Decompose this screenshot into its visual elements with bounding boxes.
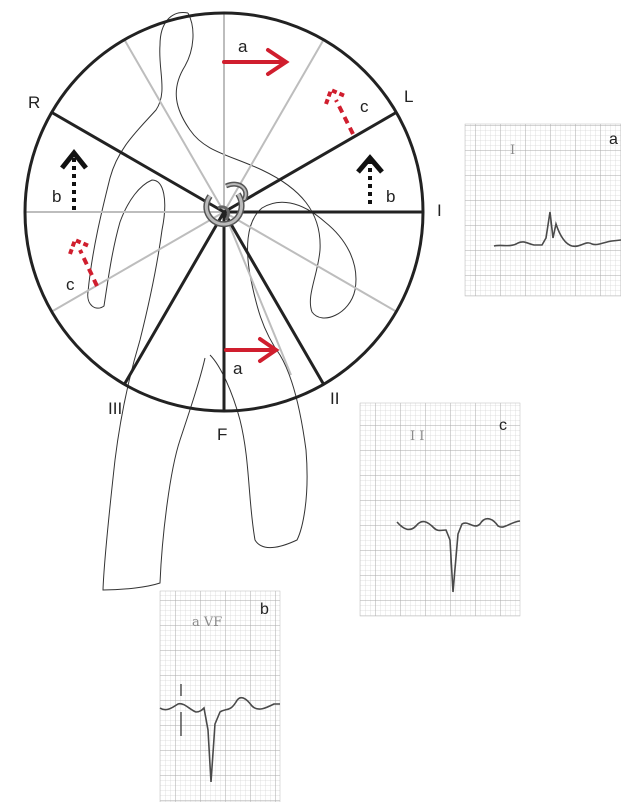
vector-c-right-label: c xyxy=(360,97,369,116)
vector-b-right-label: b xyxy=(386,187,395,206)
axis-label-r: R xyxy=(28,93,40,112)
ecg-strip-letter: a xyxy=(609,131,618,148)
ecg-strip-lead-avf: a VF b xyxy=(160,591,280,802)
axis-lines-light xyxy=(25,13,397,375)
axis-label-i: I xyxy=(437,201,442,220)
body-outline-left xyxy=(88,13,205,590)
vector-c-right-arrow xyxy=(326,90,353,134)
ecg-lead-label: I I xyxy=(410,429,424,444)
ecg-strip-lead-i: I a xyxy=(465,124,621,296)
axis-label-f: F xyxy=(217,425,227,444)
vector-b-left-label: b xyxy=(52,187,61,206)
axis-label-iii: III xyxy=(108,399,122,418)
vector-a-bottom-label: a xyxy=(233,359,243,378)
ecg-strip-letter: c xyxy=(499,417,507,434)
body-silhouette xyxy=(88,13,356,590)
vector-a-top-label: a xyxy=(238,37,248,56)
ecg-lead-label: a VF xyxy=(192,615,222,630)
axis-label-l: L xyxy=(404,87,413,106)
ecg-strip-lead-ii: I I c xyxy=(360,403,520,616)
vector-b-left-arrow xyxy=(62,153,86,210)
vector-a-top-arrow xyxy=(224,50,286,74)
axis-label-ii: II xyxy=(330,389,339,408)
vector-c-left-label: c xyxy=(66,275,75,294)
vector-b-right-arrow xyxy=(358,158,382,204)
vector-a-bottom-arrow xyxy=(226,339,276,361)
ecg-lead-label: I xyxy=(510,143,515,158)
ecg-strip-letter: b xyxy=(260,601,269,618)
